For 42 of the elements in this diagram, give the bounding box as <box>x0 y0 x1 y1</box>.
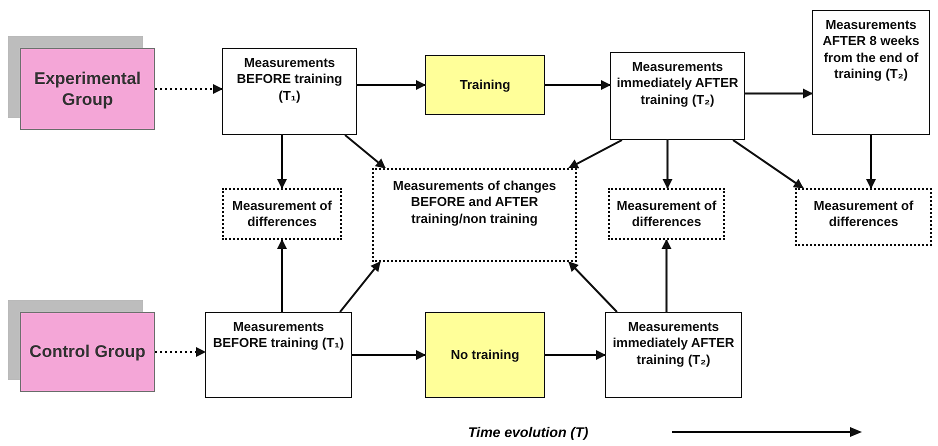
dotted-box <box>608 188 725 240</box>
box-label: Measurements BEFORE training (T₁) <box>236 55 344 104</box>
arrow <box>277 239 287 312</box>
dotted-box <box>372 168 577 262</box>
arrow <box>866 135 876 189</box>
process-box <box>205 312 352 398</box>
process-box <box>812 10 930 135</box>
box-label: Control Group <box>29 341 146 363</box>
arrow <box>352 350 426 360</box>
arrow <box>568 139 622 169</box>
process-box <box>222 48 357 135</box>
box-label: Experimental Group <box>33 68 142 110</box>
arrow <box>745 88 813 98</box>
box-label: Measurements BEFORE training (T₁) <box>212 319 346 352</box>
box-label: Training <box>460 76 510 94</box>
box-label: Measurement of differences <box>231 198 333 230</box>
arrow <box>662 239 672 312</box>
box-label: Measurements immediately AFTER training (T₂) <box>616 59 740 108</box>
process-box <box>425 312 545 398</box>
box-label: No training <box>450 346 520 364</box>
arrow <box>732 139 804 189</box>
arrow <box>357 80 426 90</box>
axis-label: Time evolution (T) <box>468 424 588 440</box>
arrow <box>545 350 606 360</box>
dotted-box <box>222 188 342 240</box>
box-label: Measurements AFTER 8 weeks from the end of training (T₂) <box>822 17 920 82</box>
dotted-arrow <box>155 347 206 357</box>
box-label: Measurements immediately AFTER training (T₂) <box>612 319 736 368</box>
process-box <box>605 312 742 398</box>
box-label: Measurement of differences <box>616 198 718 230</box>
process-box <box>610 52 745 140</box>
arrow <box>662 140 672 189</box>
box-label: Measurement of differences <box>812 198 914 230</box>
dotted-arrow <box>155 84 223 94</box>
arrow <box>568 261 618 313</box>
arrow <box>344 134 386 169</box>
arrow <box>545 80 611 90</box>
dotted-box <box>795 188 932 246</box>
arrow <box>339 261 381 313</box>
box-label: Measurements of changes BEFORE and AFTER training/non training <box>392 178 558 227</box>
process-box <box>425 55 545 115</box>
arrow <box>277 135 287 189</box>
